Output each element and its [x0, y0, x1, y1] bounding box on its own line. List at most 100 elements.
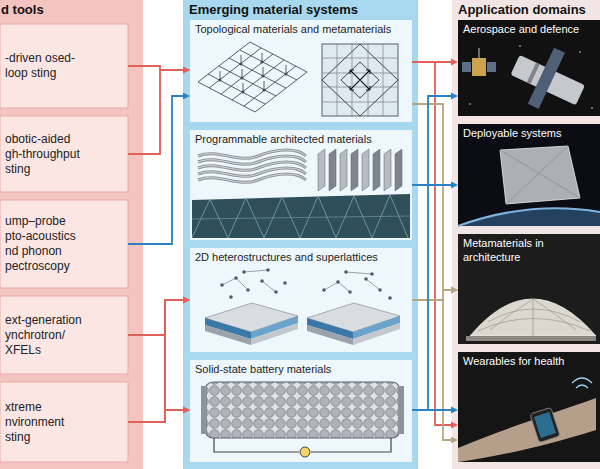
photo-title: Metamaterials in architecture — [463, 237, 595, 265]
arrowhead — [451, 287, 458, 294]
connector-line — [412, 409, 452, 411]
watch-screen — [534, 412, 556, 438]
arrowhead — [183, 407, 190, 414]
connector — [128, 335, 190, 414]
arrowhead — [451, 422, 458, 429]
dome-base — [466, 336, 596, 341]
material-panel-fill — [190, 130, 412, 240]
atom — [266, 268, 270, 272]
connector — [412, 182, 458, 189]
battery-grains — [205, 382, 400, 438]
wavy-sheets — [198, 150, 306, 182]
tools-column-fill — [0, 0, 143, 469]
connector-line — [412, 62, 452, 425]
application-photo-fill — [458, 20, 600, 116]
arrowhead — [451, 437, 458, 444]
atom — [242, 270, 246, 274]
arrowhead — [451, 59, 458, 66]
tool-box-fill — [0, 200, 128, 288]
connector-line — [128, 96, 184, 244]
application-photo: Wearables for health — [458, 352, 600, 462]
tool-box-fill — [0, 382, 128, 462]
panel-title: Solid-state battery materials — [195, 363, 407, 377]
tool-box-fill — [0, 24, 128, 108]
application-photo: Aerospace and defence — [458, 20, 600, 116]
tools-column: d tools -driven osed-loop sting obotic-aid… — [0, 0, 143, 469]
metamaterial-grid — [322, 44, 398, 116]
connector — [128, 297, 190, 336]
tool-label: -driven osed-loop sting — [5, 51, 86, 81]
tool-box: xtreme nvironment sting — [0, 382, 128, 462]
photo-title: Deployable systems — [463, 127, 595, 141]
slab-layer — [307, 325, 353, 345]
arrowhead — [183, 407, 190, 414]
atom — [283, 281, 287, 285]
atom — [229, 295, 233, 299]
connector-line — [128, 300, 184, 335]
connector — [128, 67, 190, 155]
battery-cell — [205, 382, 400, 438]
atom — [348, 290, 352, 294]
connector — [128, 407, 190, 423]
stars — [469, 45, 593, 109]
satellite-panel — [487, 62, 496, 72]
column-heading: Application domains — [458, 2, 594, 18]
tool-box-fill — [0, 116, 128, 192]
materials-column: Emerging material systemsTopological mat… — [183, 0, 418, 469]
applications-column: Application domainsAerospace and defence… — [452, 0, 600, 469]
atoms — [220, 268, 392, 300]
lattice-node — [239, 62, 242, 65]
planet-surface — [458, 208, 600, 226]
application-photo-fill — [458, 124, 600, 226]
applications-column-fill — [452, 0, 600, 469]
slab-layer — [251, 323, 298, 345]
solar-sail — [500, 146, 580, 204]
tool-label: xtreme nvironment sting — [5, 400, 86, 445]
wavy-sheets-highlight — [198, 150, 306, 182]
forearm — [458, 398, 596, 462]
atom — [388, 296, 392, 300]
connector — [128, 93, 190, 245]
connector-line — [412, 104, 452, 290]
atom-bonds — [222, 270, 380, 292]
signal-arcs — [572, 378, 592, 388]
battery-electrode — [398, 386, 404, 434]
material-panel-fill — [190, 360, 412, 462]
material-panel: Programmable architected materials — [190, 130, 412, 240]
satellite-panel — [462, 62, 471, 72]
tool-box: -driven osed-loop sting — [0, 24, 128, 108]
lattice-node — [218, 78, 221, 81]
star — [469, 103, 471, 105]
lattice-struts — [220, 53, 286, 92]
atom — [336, 280, 340, 284]
arrowhead — [451, 407, 458, 414]
connector-line — [412, 300, 452, 440]
atom — [220, 283, 224, 287]
lattice-node — [262, 88, 265, 91]
connector-line — [128, 410, 184, 422]
application-photo-fill — [458, 234, 600, 344]
column-heading: d tools — [1, 2, 137, 18]
atom — [378, 288, 382, 292]
metamaterial-square — [322, 44, 398, 116]
connector-line — [128, 70, 184, 154]
photo-title: Aerospace and defence — [463, 23, 595, 37]
material-panel: Solid-state battery materials — [190, 360, 412, 462]
atom — [234, 276, 238, 280]
connector — [412, 407, 458, 414]
tool-label: obotic-aided gh-throughput sting — [5, 132, 86, 177]
lattice-node — [240, 76, 243, 79]
column-heading: Emerging material systems — [189, 2, 412, 18]
application-photo-fill — [458, 352, 600, 462]
panel-title: 2D heterostructures and superlattices — [195, 251, 407, 265]
connector — [412, 300, 458, 444]
atom — [364, 277, 368, 281]
satellite-antenna — [479, 48, 480, 58]
battery-electrode — [201, 386, 207, 434]
tool-box: ump–probe pto-acoustics nd phonon pectro… — [0, 200, 128, 288]
material-panel-fill — [190, 20, 412, 122]
tool-box-fill — [0, 296, 128, 374]
dome — [470, 299, 596, 336]
